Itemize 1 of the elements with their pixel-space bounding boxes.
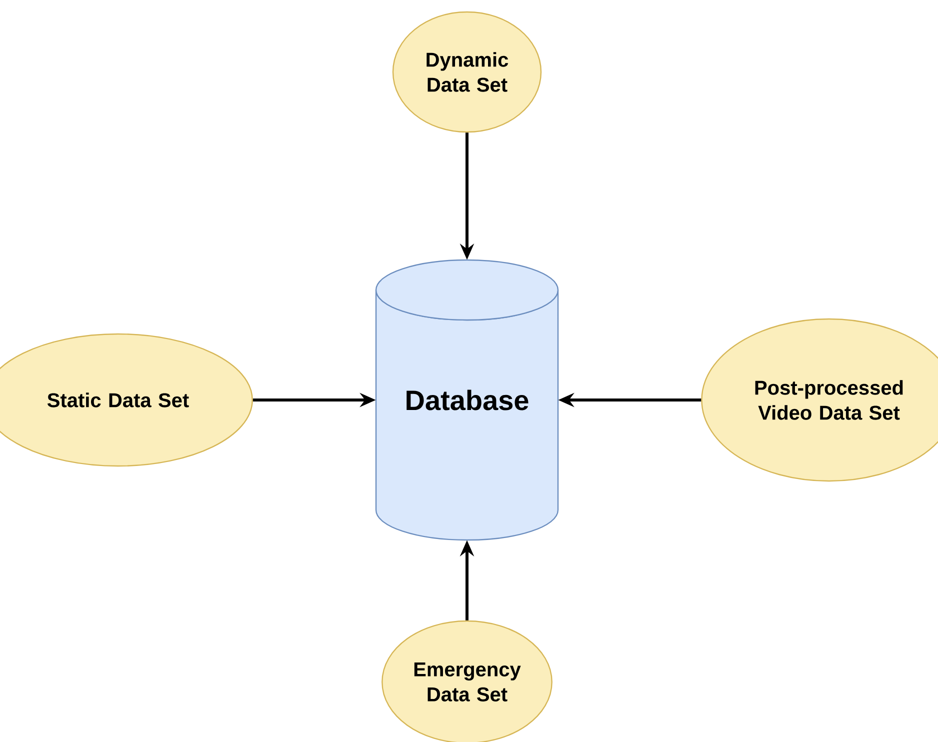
database-cylinder: Database (375, 259, 559, 541)
